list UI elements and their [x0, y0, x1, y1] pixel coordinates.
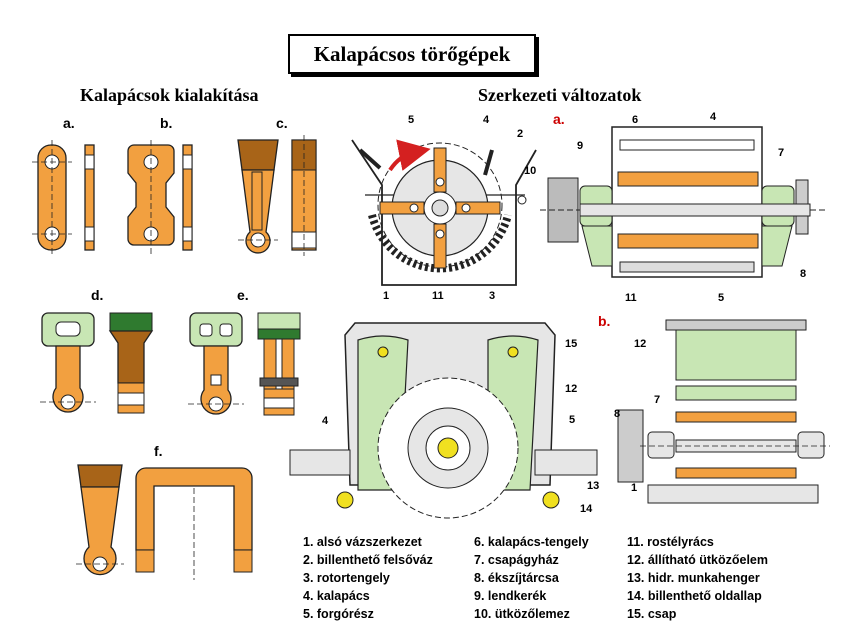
callout-tr-4: 4 — [710, 111, 717, 123]
hammer-letter-e: e. — [237, 287, 249, 303]
callout-tr-8: 8 — [800, 268, 807, 280]
legend-item-3: 3. rotortengely — [303, 571, 390, 585]
legend-item-1: 1. alsó vázszerkezet — [303, 535, 422, 549]
legend-item-4: 4. kalapács — [303, 589, 370, 603]
callout-tr-11: 11 — [625, 292, 637, 304]
callout-tl-4: 4 — [483, 114, 490, 126]
variant-letter-a: a. — [553, 111, 565, 127]
callout-tl-10: 10 — [524, 165, 537, 177]
hammer-e-side — [257, 312, 301, 416]
page-title: Kalapácsos törőgépek — [288, 34, 536, 74]
section-variants-title: Szerkezeti változatok — [478, 85, 642, 105]
callout-tr-9: 9 — [577, 140, 584, 152]
hammer-letter-d: d. — [91, 287, 104, 303]
callout-bl-12: 12 — [565, 383, 578, 395]
callout-tl-11: 11 — [432, 290, 444, 302]
callout-bl-4: 4 — [322, 415, 329, 427]
variant-letter-b: b. — [598, 313, 611, 329]
legend-item-11: 11. rostélyrács — [627, 535, 714, 549]
crusher-impact-section — [289, 322, 598, 519]
callout-bl-14: 14 — [580, 503, 593, 515]
callout-tl-5: 5 — [408, 114, 415, 126]
legend-item-14: 14. billenthető oldallap — [627, 589, 762, 603]
legend-item-13: 13. hidr. munkahenger — [627, 571, 760, 585]
crusher-variant-a — [540, 126, 825, 278]
callout-br-7: 7 — [654, 394, 661, 406]
callout-tl-2: 2 — [517, 128, 524, 140]
hammer-f-frame — [135, 467, 253, 580]
hammer-d-side — [108, 312, 154, 414]
callout-br-1: 1 — [631, 482, 638, 494]
hammer-a-side — [84, 144, 95, 251]
hammer-a-front — [32, 140, 72, 256]
hammer-d-front — [40, 312, 96, 413]
legend-item-15: 15. csap — [627, 607, 677, 621]
legend-item-2: 2. billenthető felsőváz — [303, 553, 433, 567]
section-hammers-title: Kalapácsok kialakítása — [80, 85, 259, 105]
callout-tr-5: 5 — [718, 292, 725, 304]
callout-tr-7: 7 — [778, 147, 785, 159]
callout-bl-5: 5 — [569, 414, 576, 426]
legend-item-5: 5. forgórész — [303, 607, 374, 621]
callout-br-12: 12 — [634, 338, 647, 350]
legend-column-2: 6. kalapács-tengely 7. csapágyház 8. éks… — [474, 533, 589, 623]
hammer-letter-f: f. — [154, 443, 163, 459]
legend-column-3: 11. rostélyrács 12. állítható ütközőelem… — [627, 533, 768, 623]
hammer-letter-a: a. — [63, 115, 75, 131]
callout-tl-3: 3 — [489, 290, 496, 302]
hammer-c-front — [237, 139, 279, 254]
legend-item-8: 8. ékszíjtárcsa — [474, 571, 559, 585]
legend-item-10: 10. ütközőlemez — [474, 607, 570, 621]
hammer-b-side — [182, 144, 193, 251]
hammer-b-front — [127, 140, 175, 256]
legend-item-6: 6. kalapács-tengely — [474, 535, 589, 549]
callout-bl-13: 13 — [587, 480, 600, 492]
hammer-letter-c: c. — [276, 115, 288, 131]
legend-item-12: 12. állítható ütközőelem — [627, 553, 769, 567]
hammer-e-front — [188, 312, 244, 415]
callout-tl-1: 1 — [383, 290, 390, 302]
callout-tr-6: 6 — [632, 114, 639, 126]
callout-bl-15: 15 — [565, 338, 578, 350]
legend-item-9: 9. lendkerék — [474, 589, 547, 603]
hammer-c-side — [291, 135, 317, 256]
legend-item-7: 7. csapágyház — [474, 553, 559, 567]
hammer-letter-b: b. — [160, 115, 173, 131]
crusher-cross-section — [351, 139, 537, 286]
legend-column-1: 1. alsó vázszerkezet 2. billenthető fels… — [303, 533, 433, 623]
hammer-f-single — [76, 464, 124, 576]
callout-br-8: 8 — [614, 408, 621, 420]
crusher-variant-b — [617, 319, 830, 504]
